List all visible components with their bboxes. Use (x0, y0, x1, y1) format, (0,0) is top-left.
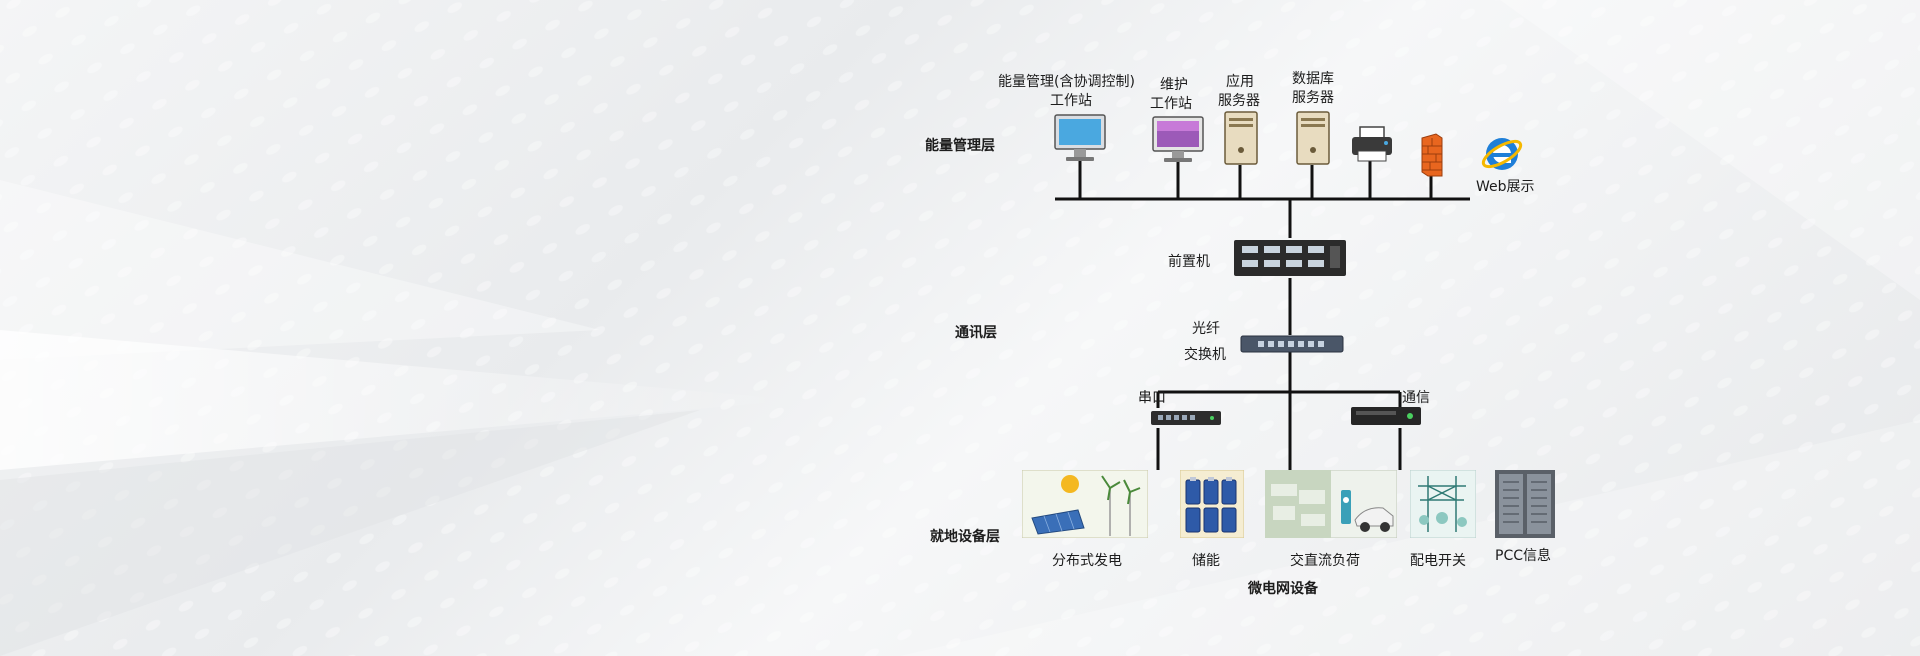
internet-explorer-icon (1481, 138, 1523, 170)
pcc-info-label: PCC信息 (1495, 548, 1551, 564)
distributed-generation-image (1022, 470, 1148, 538)
fiber-switch-label-2: 交换机 (1184, 347, 1226, 363)
ac-dc-load-image (1265, 470, 1397, 538)
energy-workstation-label-1: 能量管理(含协调控制) (998, 74, 1135, 90)
web-display-label: Web展示 (1476, 179, 1535, 195)
maintenance-monitor-icon (1152, 116, 1204, 162)
distribution-switch-image (1410, 470, 1476, 538)
maintenance-workstation-label-1: 维护 (1160, 77, 1188, 93)
fiber-switch-label-1: 光纤 (1192, 321, 1220, 337)
ac-dc-load-label: 交直流负荷 (1290, 553, 1360, 569)
maintenance-workstation-label-2: 工作站 (1150, 96, 1192, 112)
db-server-label-1: 数据库 (1292, 71, 1334, 87)
application-server-icon (1224, 111, 1258, 165)
workstation-monitor-icon (1054, 114, 1106, 161)
firewall-icon (1421, 133, 1443, 177)
distribution-switch-label: 配电开关 (1410, 553, 1466, 569)
db-server-label-2: 服务器 (1292, 90, 1334, 106)
fiber-switch-icon (1240, 335, 1344, 353)
front-end-processor-label: 前置机 (1168, 254, 1210, 270)
energy-storage-image (1180, 470, 1244, 538)
pcc-cabinet-image (1495, 470, 1555, 538)
distributed-generation-label: 分布式发电 (1052, 553, 1122, 569)
layer-label-local-device: 就地设备层 (930, 529, 1000, 545)
app-server-label-2: 服务器 (1218, 93, 1260, 109)
communication-device-icon (1351, 407, 1421, 425)
microgrid-devices-label: 微电网设备 (1248, 581, 1318, 597)
front-end-processor-icon (1234, 240, 1346, 276)
communication-device-label: 通信 (1402, 390, 1430, 406)
database-server-icon (1296, 111, 1330, 165)
serial-server-icon (1151, 411, 1221, 425)
printer-icon (1352, 126, 1392, 162)
app-server-label-1: 应用 (1226, 74, 1254, 90)
layer-label-energy-management: 能量管理层 (925, 138, 995, 154)
energy-workstation-label-2: 工作站 (1050, 93, 1092, 109)
energy-storage-label: 储能 (1192, 553, 1220, 569)
serial-port-label: 串口 (1138, 390, 1166, 406)
layer-label-communication: 通讯层 (955, 325, 997, 341)
